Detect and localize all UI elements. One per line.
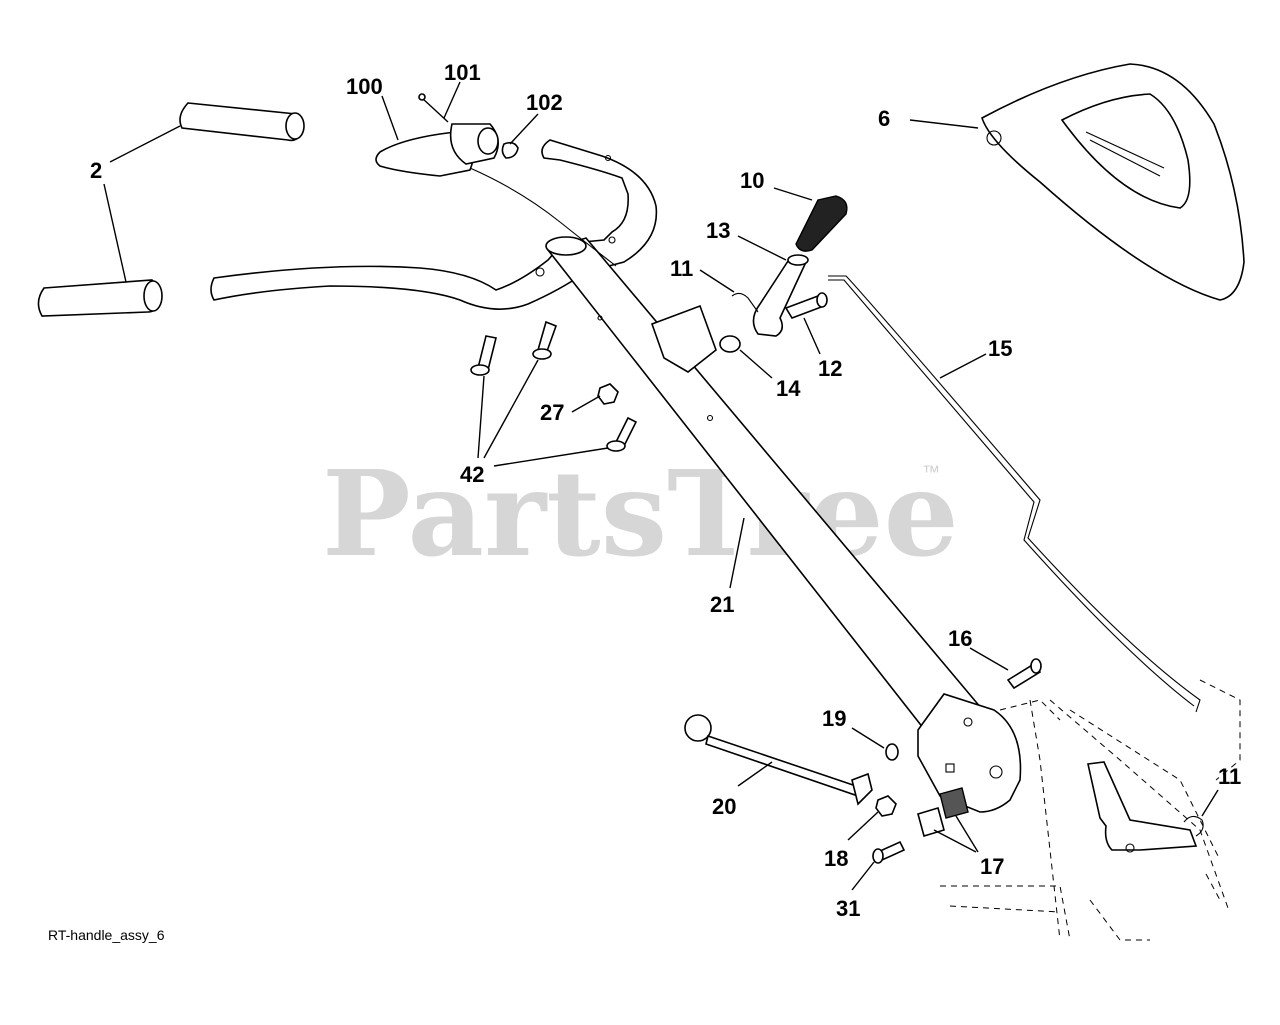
watermark-trademark: ™: [922, 462, 940, 482]
handle-pivot-plate: [917, 693, 1022, 813]
part-10-lever-grip: [795, 195, 848, 252]
callout-42: 42: [460, 462, 484, 487]
callout-11-lower: 11: [1218, 764, 1241, 789]
part-2-grip-lower: [37, 279, 163, 317]
handlebar-crossbar: [210, 139, 658, 310]
callout-13: 13: [706, 218, 730, 243]
part-14-spacer: [719, 335, 741, 353]
callout-2: 2: [90, 158, 102, 183]
part-20-depth-lever: [684, 714, 873, 806]
callout-6: 6: [878, 106, 890, 131]
leader-lines: [103, 81, 1219, 891]
part-11-cotter-pin-lower: [1183, 815, 1204, 837]
callout-20: 20: [712, 794, 736, 819]
callout-31: 31: [836, 896, 860, 921]
part-15-shift-rod: [828, 275, 1201, 713]
part-2-grip-upper: [179, 102, 305, 142]
callout-16: 16: [948, 626, 972, 651]
callout-27: 27: [540, 400, 564, 425]
callout-100: 100: [346, 74, 383, 99]
engine-bracket: [1087, 761, 1198, 851]
part-19-washer: [885, 743, 899, 761]
callout-10: 10: [740, 168, 764, 193]
callout-102: 102: [526, 90, 563, 115]
part-31-bolt: [872, 840, 906, 864]
part-42-bolt-1: [470, 335, 497, 376]
part-17-pad-1: [917, 806, 945, 838]
part-11-cotter-pin-upper: [731, 292, 759, 313]
part-12-bolt: [784, 292, 828, 319]
part-102-clip: [501, 141, 519, 159]
part-42-bolt-2: [532, 320, 558, 360]
callout-21: 21: [710, 592, 734, 617]
part-16-bolt: [1006, 658, 1042, 690]
callout-18: 18: [824, 846, 848, 871]
part-100-control-lever: [375, 123, 617, 267]
callout-labels: 2 6 10 11 11 12 13 14 15 16 17 18 19 20 …: [90, 60, 1241, 921]
callout-12: 12: [818, 356, 842, 381]
diagram-caption: RT-handle_assy_6: [48, 927, 165, 943]
callout-11-upper: 11: [670, 256, 693, 281]
callout-14: 14: [776, 376, 801, 401]
part-17-pad-2: [939, 787, 969, 819]
part-101-pin: [418, 93, 449, 123]
callout-101: 101: [444, 60, 481, 85]
part-6-cover: [981, 63, 1245, 301]
part-27-nut: [597, 383, 619, 405]
callout-19: 19: [822, 706, 846, 731]
callout-15: 15: [988, 336, 1012, 361]
callout-17: 17: [980, 854, 1004, 879]
part-18-nut: [875, 795, 897, 817]
part-13-shift-lever: [752, 254, 809, 337]
watermark-text: PartsTree: [322, 444, 959, 583]
part-42-bolt-3: [606, 416, 638, 452]
shift-bracket: [650, 304, 717, 373]
tiller-frame-outline: [940, 679, 1241, 941]
